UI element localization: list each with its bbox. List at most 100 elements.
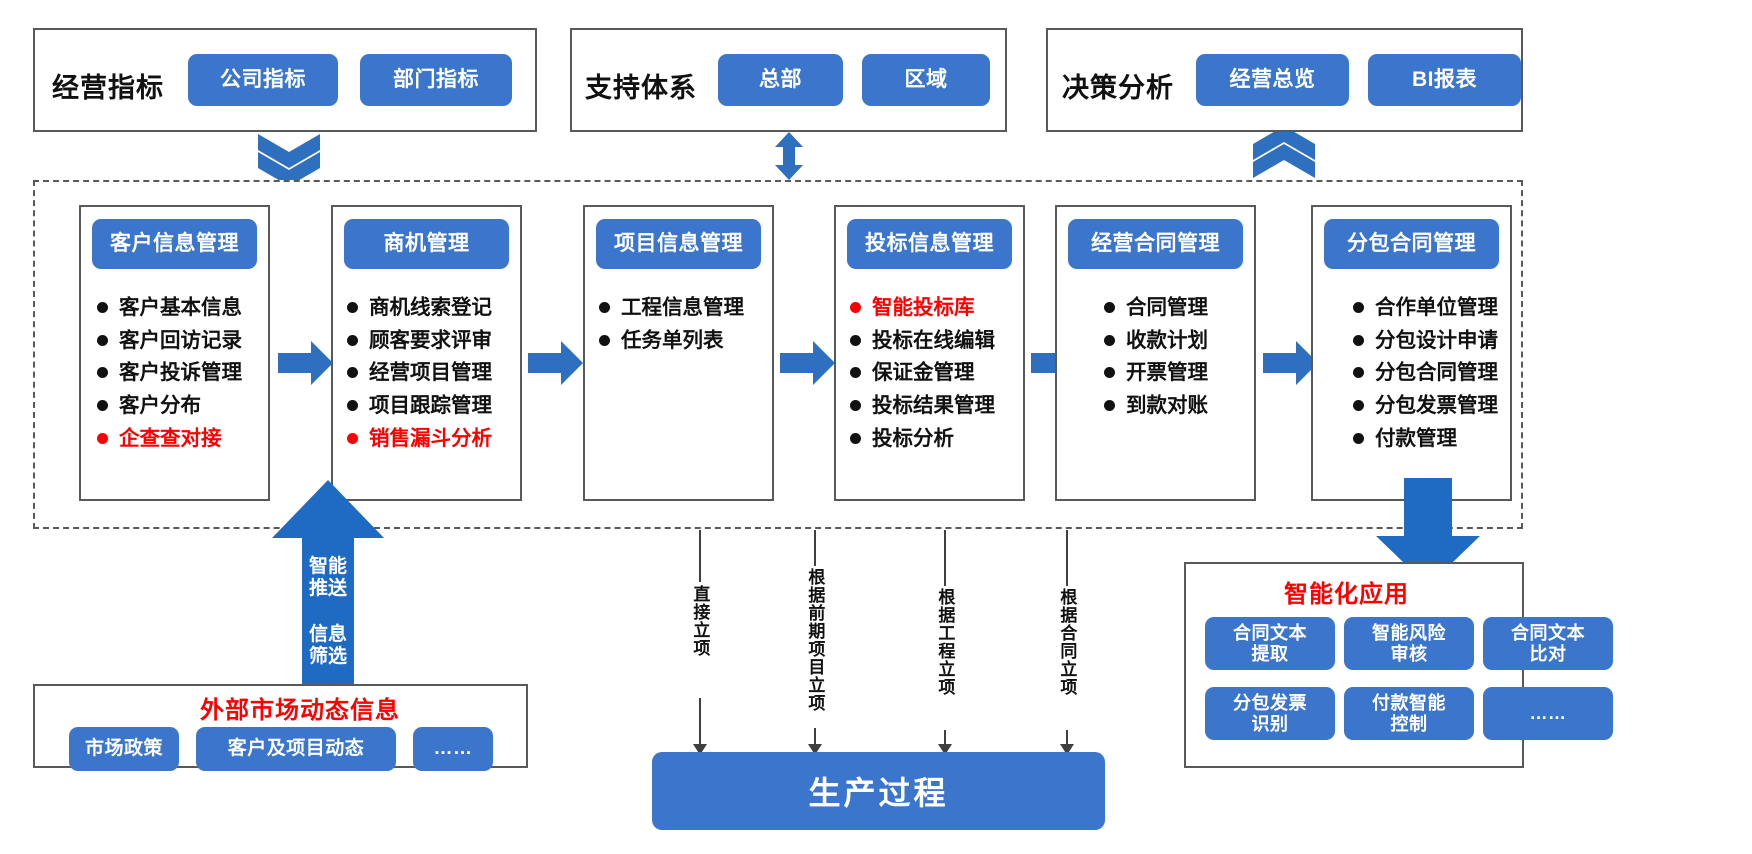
up-arrow-label-top: 智能 推送 <box>308 556 347 600</box>
header-button-BI报表[interactable]: BI报表 <box>1368 54 1521 106</box>
list-item[interactable]: 智能投标库 <box>850 296 1030 320</box>
list-item[interactable]: 项目跟踪管理 <box>347 394 527 418</box>
double-headed-arrow-support <box>775 132 803 180</box>
list-item[interactable]: 保证金管理 <box>850 361 1030 385</box>
bullet-icon <box>1104 367 1115 379</box>
intelligent-button-付款智能控制[interactable]: 付款智能 控制 <box>1344 687 1474 740</box>
route-line-3b <box>944 730 946 748</box>
module-title-项目信息管理[interactable]: 项目信息管理 <box>596 219 761 269</box>
intelligent-button-more[interactable]: …… <box>1483 687 1613 740</box>
list-item[interactable]: 工程信息管理 <box>599 296 779 320</box>
list-item[interactable]: 销售漏斗分析 <box>347 427 527 451</box>
bullet-icon <box>97 432 108 444</box>
list-item[interactable]: 商机线索登记 <box>347 296 527 320</box>
route-line-2 <box>814 530 816 566</box>
chevron-up-connector <box>1253 132 1315 178</box>
bullet-icon <box>599 302 610 313</box>
intelligent-button-智能风险审核[interactable]: 智能风险 审核 <box>1344 617 1474 670</box>
production-process-panel[interactable]: 生产过程 <box>652 752 1105 830</box>
route-arrowhead-4 <box>1060 744 1074 755</box>
route-line-4 <box>1066 530 1068 586</box>
header-button-区域[interactable]: 区域 <box>862 54 990 106</box>
bullet-icon <box>1353 334 1364 346</box>
down-arrow-intelligent <box>1376 478 1480 586</box>
route-label-根据合同立项: 根据合同立项 <box>1057 588 1077 696</box>
list-item[interactable]: 投标结果管理 <box>850 394 1030 418</box>
bullet-icon <box>1104 334 1115 346</box>
list-item[interactable]: 合作单位管理 <box>1353 296 1543 320</box>
bullet-icon <box>347 302 358 313</box>
route-label-直接立项: 直接立项 <box>690 585 710 657</box>
header-button-经营总览[interactable]: 经营总览 <box>1196 54 1349 106</box>
external-button-市场政策[interactable]: 市场政策 <box>69 727 179 771</box>
external-button-客户及项目动态[interactable]: 客户及项目动态 <box>196 727 396 771</box>
intelligent-application-title: 智能化应用 <box>1284 581 1409 608</box>
route-line-1b <box>699 698 701 748</box>
header-button-总部[interactable]: 总部 <box>718 54 843 106</box>
bullet-icon <box>97 400 108 412</box>
list-item[interactable]: 分包设计申请 <box>1353 329 1543 353</box>
route-arrowhead-1 <box>693 744 707 755</box>
list-item[interactable]: 客户投诉管理 <box>97 361 277 385</box>
route-label-根据前期项目立项: 根据前期项目立项 <box>805 568 825 712</box>
list-item[interactable]: 客户回访记录 <box>97 329 277 353</box>
bullet-icon <box>347 432 358 444</box>
list-item[interactable]: 分包合同管理 <box>1353 361 1543 385</box>
module-title-分包合同管理[interactable]: 分包合同管理 <box>1324 219 1499 269</box>
list-item[interactable]: 到款对账 <box>1104 394 1284 418</box>
up-arrow-intelligent-push <box>272 480 384 685</box>
flow-arrow-2 <box>528 341 583 385</box>
module-title-商机管理[interactable]: 商机管理 <box>344 219 509 269</box>
list-item[interactable]: 任务单列表 <box>599 329 779 353</box>
list-item[interactable]: 付款管理 <box>1353 427 1543 451</box>
route-arrowhead-2 <box>808 744 822 755</box>
bullet-icon <box>347 334 358 346</box>
header-button-部门指标[interactable]: 部门指标 <box>360 54 512 106</box>
list-item[interactable]: 客户基本信息 <box>97 296 277 320</box>
module-items-客户信息管理: 客户基本信息 客户回访记录 客户投诉管理 客户分布 企查查对接 <box>97 296 277 459</box>
bullet-icon <box>850 334 861 346</box>
external-market-title: 外部市场动态信息 <box>200 697 400 724</box>
list-item[interactable]: 收款计划 <box>1104 329 1284 353</box>
bullet-icon <box>1104 302 1115 313</box>
list-item[interactable]: 投标分析 <box>850 427 1030 451</box>
header-button-公司指标[interactable]: 公司指标 <box>188 54 338 106</box>
external-button-more[interactable]: …… <box>413 727 493 771</box>
bullet-icon <box>1353 367 1364 379</box>
list-item[interactable]: 分包发票管理 <box>1353 394 1543 418</box>
chevron-down-connector <box>258 134 320 180</box>
intelligent-button-合同文本比对[interactable]: 合同文本 比对 <box>1483 617 1613 670</box>
list-item[interactable]: 投标在线编辑 <box>850 329 1030 353</box>
list-item[interactable]: 顾客要求评审 <box>347 329 527 353</box>
bullet-icon <box>1353 302 1364 313</box>
header-group-1-title: 支持体系 <box>585 73 697 103</box>
list-item[interactable]: 开票管理 <box>1104 361 1284 385</box>
bullet-icon <box>97 334 108 346</box>
header-group-0-title: 经营指标 <box>52 73 164 103</box>
route-line-1 <box>699 530 701 582</box>
module-items-投标信息管理: 智能投标库 投标在线编辑 保证金管理 投标结果管理 投标分析 <box>850 296 1030 459</box>
bullet-icon <box>850 400 861 412</box>
module-title-经营合同管理[interactable]: 经营合同管理 <box>1068 219 1243 269</box>
intelligent-button-合同文本提取[interactable]: 合同文本 提取 <box>1205 617 1335 670</box>
bullet-icon <box>850 432 861 444</box>
intelligent-button-分包发票识别[interactable]: 分包发票 识别 <box>1205 687 1335 740</box>
module-title-客户信息管理[interactable]: 客户信息管理 <box>92 219 257 269</box>
route-arrowhead-3 <box>938 744 952 755</box>
bullet-icon <box>1104 400 1115 412</box>
bullet-icon <box>347 367 358 379</box>
list-item[interactable]: 经营项目管理 <box>347 361 527 385</box>
route-line-4b <box>1066 730 1068 748</box>
list-item[interactable]: 客户分布 <box>97 394 277 418</box>
list-item[interactable]: 企查查对接 <box>97 427 277 451</box>
header-group-2-title: 决策分析 <box>1062 73 1174 103</box>
flow-arrow-1 <box>278 341 333 385</box>
bullet-icon <box>1353 400 1364 412</box>
module-title-投标信息管理[interactable]: 投标信息管理 <box>847 219 1012 269</box>
list-item[interactable]: 合同管理 <box>1104 296 1284 320</box>
flow-arrow-5 <box>1263 341 1318 385</box>
module-items-项目信息管理: 工程信息管理 任务单列表 <box>599 296 779 361</box>
module-items-经营合同管理: 合同管理 收款计划 开票管理 到款对账 <box>1104 296 1284 427</box>
route-line-3 <box>944 530 946 586</box>
production-process-label: 生产过程 <box>808 775 949 811</box>
